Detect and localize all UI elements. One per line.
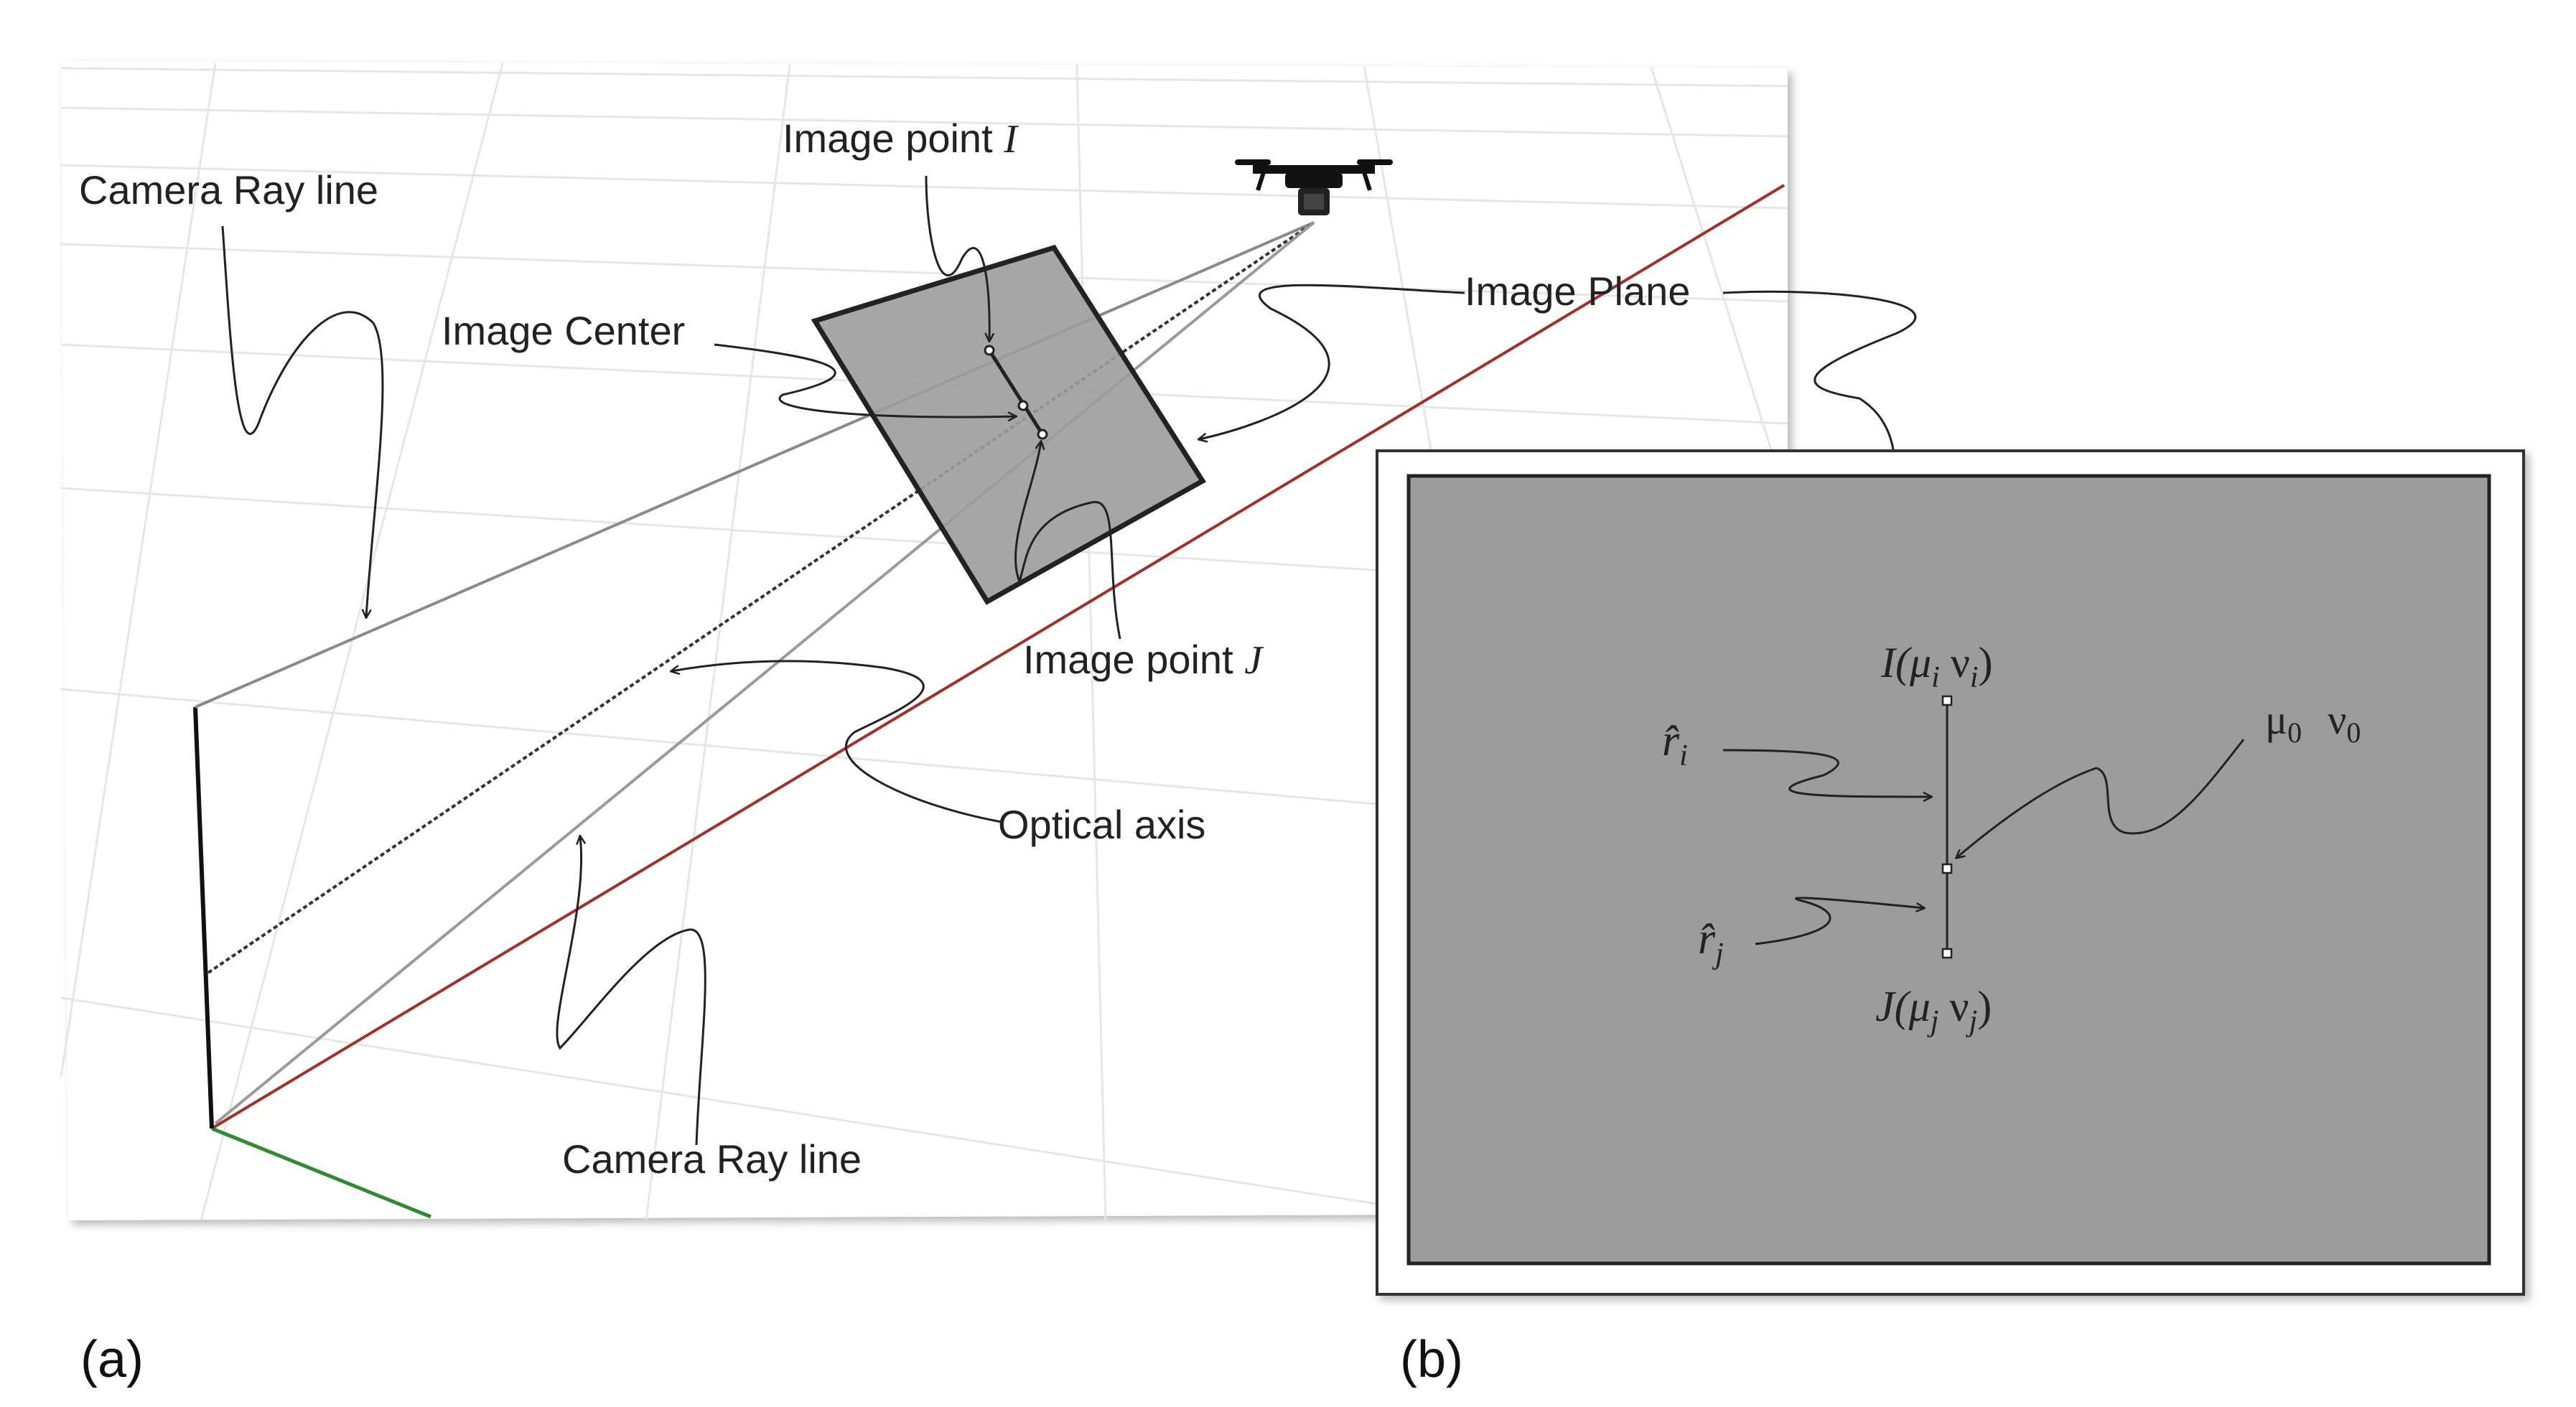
- leader-optical-axis: [671, 660, 1002, 823]
- leader-lines-b: [1722, 739, 2245, 945]
- label-image-center: Image Center: [442, 308, 685, 353]
- label-image-point-i: Image point I: [783, 116, 1019, 162]
- leader-lines-a: [221, 175, 1917, 1146]
- optical-axis-line: [207, 221, 1315, 974]
- leader-r-j: [1755, 897, 1924, 945]
- leader-image-plane: [1199, 284, 1465, 439]
- leader-mu0-nu0: [1956, 739, 2245, 858]
- quadcopter-drone-icon: [1235, 159, 1393, 215]
- label-camera-ray-bottom: Camera Ray line: [562, 1136, 862, 1182]
- panel-a-tag: (a): [80, 1331, 144, 1388]
- label-image-plane: Image Plane: [1465, 268, 1690, 314]
- leader-image-point-j: [1014, 441, 1121, 640]
- image-center-marker: [1017, 400, 1029, 411]
- label-optical-axis: Optical axis: [998, 802, 1205, 847]
- image-point-j-marker: [1037, 429, 1048, 440]
- point-i-marker: [1941, 695, 1953, 706]
- image-point-i-marker: [984, 345, 995, 356]
- label-r-j: r̂j: [1698, 915, 1724, 971]
- leader-image-plane-to-b: [1722, 290, 1917, 474]
- panel-b-tag: (b): [1400, 1331, 1463, 1388]
- label-camera-ray-top: Camera Ray line: [79, 167, 378, 212]
- image-plane-segment: [987, 349, 1045, 436]
- camera-ray-top: [195, 221, 1315, 709]
- leader-r-i: [1722, 749, 1931, 797]
- point-j-marker: [1941, 948, 1953, 959]
- ground-grid: [60, 62, 1789, 1221]
- leader-camera-ray-bottom: [556, 836, 706, 1146]
- label-point-i: I(μi νi): [1880, 639, 1993, 694]
- viewport-background: [61, 61, 1788, 1220]
- y-axis-green: [211, 1126, 431, 1219]
- label-r-i: r̂i: [1662, 716, 1688, 772]
- leader-image-center: [714, 343, 1016, 417]
- x-axis-red: [210, 184, 1786, 1130]
- leader-image-point-i: [925, 175, 989, 341]
- panel-a: Camera Ray line Image point I Image Cent…: [60, 61, 1917, 1388]
- label-image-point-j: Image point J: [1023, 637, 1264, 683]
- label-point-j: J(μj νj): [1875, 983, 1992, 1038]
- z-axis-black: [193, 706, 214, 1129]
- center-marker: [1941, 863, 1953, 874]
- leader-camera-ray-top: [221, 225, 384, 617]
